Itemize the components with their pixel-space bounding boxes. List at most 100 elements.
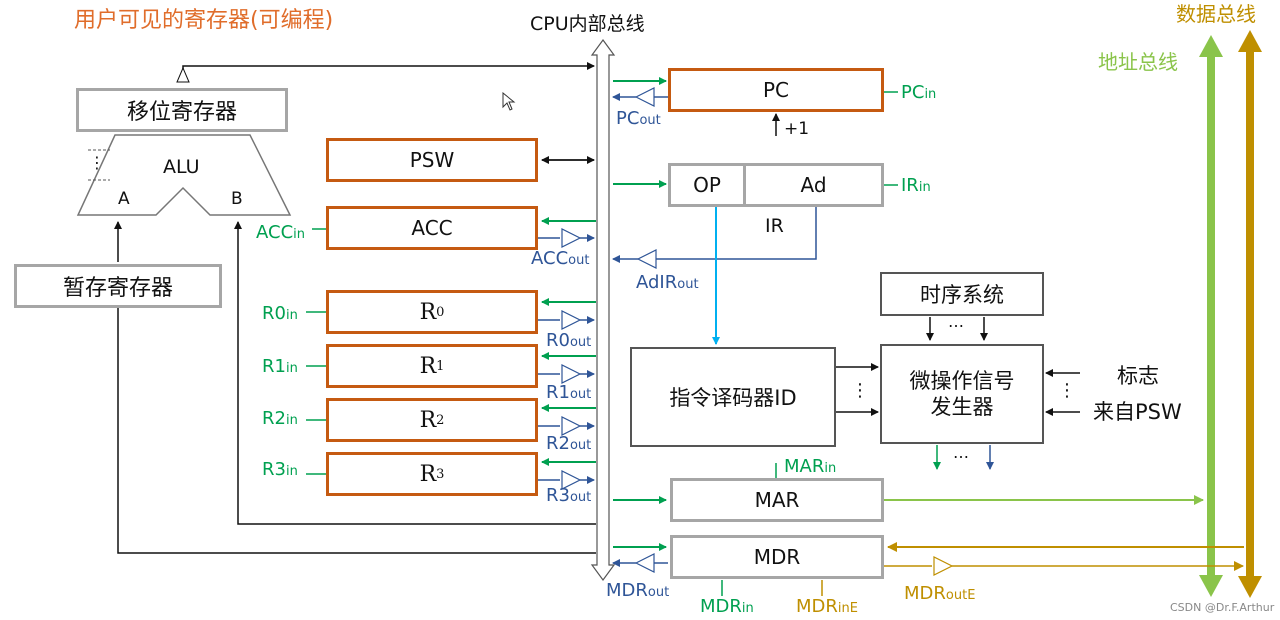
r1-in-label: R1in — [262, 358, 298, 376]
register-r2-label: R — [419, 407, 437, 433]
ir-in-text: IR — [901, 175, 919, 196]
mdr-ine-sub: inE — [837, 601, 858, 616]
alu-dots: ⋮ — [89, 153, 105, 172]
adir-out-text: AdIR — [636, 272, 678, 293]
mdr-in-text: MDR — [700, 596, 742, 617]
address-bus — [1199, 35, 1223, 597]
r2-out-sub: out — [569, 438, 592, 453]
pc-out-text: PC — [616, 108, 640, 129]
mar-in-label: MARin — [784, 458, 836, 476]
r2-out-label: R2out — [546, 435, 591, 453]
acc-out-sub: out — [568, 253, 590, 268]
register-r2-sub: 2 — [436, 412, 445, 428]
r1-in-text: R1 — [262, 356, 286, 377]
micro-op-generator: 微操作信号 发生器 — [880, 344, 1044, 444]
register-r1-label: R — [419, 353, 437, 379]
temp-register: 暂存寄存器 — [14, 264, 222, 308]
data-bus-label: 数据总线 — [1176, 2, 1256, 26]
pc-out-sub: out — [639, 113, 661, 128]
cpu-internal-bus — [590, 38, 616, 582]
r0-out-sub: out — [569, 335, 592, 350]
acc-out-label: ACCout — [531, 250, 589, 268]
r2-in-text: R2 — [262, 408, 286, 429]
r3-in-text: R3 — [262, 459, 286, 480]
mdr-ine-label: MDRinE — [796, 598, 858, 616]
register-r0-sub: 0 — [436, 304, 445, 320]
ir-in-sub: in — [918, 180, 931, 195]
micro-op-generator-line1: 微操作信号 — [909, 368, 1015, 393]
instruction-decoder: 指令译码器ID — [630, 347, 836, 447]
acc-in-label: ACCin — [256, 224, 305, 242]
pc-in-label: PCin — [901, 84, 936, 102]
mdr-oute-text: MDR — [904, 583, 946, 604]
mdr-out-label: MDRout — [606, 582, 669, 600]
mar-in-sub: in — [824, 461, 837, 476]
output-dots: … — [953, 443, 969, 462]
ir-op-field: OP — [668, 163, 746, 207]
watermark: CSDN @Dr.F.Arthur — [1170, 601, 1275, 614]
alu-label: ALU — [163, 156, 200, 178]
flag-label-line2: 来自PSW — [1093, 400, 1182, 424]
r1-in-sub: in — [285, 361, 298, 376]
pc-register: PC — [668, 68, 884, 112]
r3-in-sub: in — [285, 464, 298, 479]
shift-register: 移位寄存器 — [76, 88, 288, 132]
register-r1-sub: 1 — [436, 358, 445, 374]
mdr-oute-sub: outE — [945, 588, 976, 603]
micro-op-generator-line2: 发生器 — [930, 395, 994, 419]
r3-out-sub: out — [569, 490, 592, 505]
cpu-bus-label: CPU内部总线 — [530, 13, 645, 35]
pc-increment: +1 — [784, 119, 810, 139]
r3-out-label: R3out — [546, 487, 591, 505]
pc-in-sub: in — [924, 87, 937, 102]
acc-register: ACC — [326, 206, 538, 250]
mdr-register: MDR — [670, 535, 884, 579]
mdr-oute-label: MDRoutE — [904, 585, 975, 603]
pc-in-text: PC — [901, 82, 925, 103]
register-r0-label: R — [419, 299, 437, 325]
mdr-in-label: MDRin — [700, 598, 754, 616]
acc-in-sub: in — [293, 227, 305, 242]
r0-in-text: R0 — [262, 303, 286, 324]
acc-in-text: ACC — [256, 222, 294, 243]
mdr-in-sub: in — [741, 601, 754, 616]
adir-out-label: AdIRout — [636, 274, 699, 292]
timing-system: 时序系统 — [880, 272, 1044, 316]
register-r3-label: R — [419, 461, 437, 487]
register-r3-sub: 3 — [436, 466, 445, 482]
flag-label-line1: 标志 — [1117, 364, 1159, 388]
r3-out-text: R3 — [546, 485, 570, 506]
r1-out-label: R1out — [546, 384, 591, 402]
register-signal-lines — [306, 298, 596, 490]
decoder-dots: ⋮ — [851, 380, 869, 401]
mdr-ine-text: MDR — [796, 596, 838, 617]
r0-out-text: R0 — [546, 330, 570, 351]
pc-out-label: PCout — [616, 110, 661, 128]
alu-input-a: A — [118, 189, 130, 209]
alu-input-b: B — [231, 189, 243, 209]
flag-dots: ⋮ — [1058, 380, 1076, 401]
timing-dots: … — [948, 312, 964, 331]
ir-label: IR — [765, 215, 784, 237]
mar-register: MAR — [670, 478, 884, 522]
r2-in-sub: in — [285, 413, 298, 428]
acc-out-text: ACC — [531, 248, 569, 269]
psw-register: PSW — [326, 138, 538, 182]
adir-out-sub: out — [677, 277, 699, 292]
r2-out-text: R2 — [546, 433, 570, 454]
r0-in-label: R0in — [262, 305, 298, 323]
mdr-out-text: MDR — [606, 580, 648, 601]
r3-in-label: R3in — [262, 461, 298, 479]
mdr-out-sub: out — [647, 585, 670, 600]
mar-in-text: MAR — [784, 456, 825, 477]
r1-out-text: R1 — [546, 382, 570, 403]
address-bus-label: 地址总线 — [1098, 50, 1178, 74]
alu-shape — [76, 134, 292, 216]
data-bus — [1238, 30, 1262, 598]
